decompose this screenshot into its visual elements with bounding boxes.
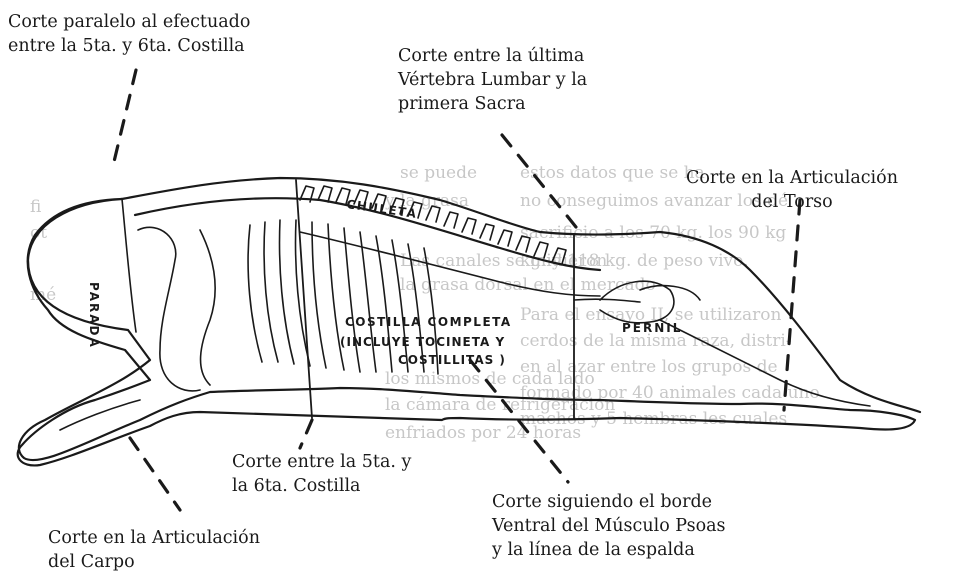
leader-psoas [470,360,568,482]
label-cut-carpo: Corte en la Articulación del Carpo [48,526,260,574]
label-cut-torso: Corte en la Articulación del Torso [686,166,898,214]
label-cut-5-6: Corte entre la 5ta. y la 6ta. Costilla [232,450,411,498]
division-forefoot [122,199,136,332]
region-chuleta: CHULETA [346,197,419,221]
leader-lumbar [502,135,580,232]
region-costilla: COSTILLA COMPLETA [345,315,512,329]
region-incluye: (INCLUYE TOCINETA Y [340,335,505,349]
label-cut-psoas: Corte siguiendo el borde Ventral del Mús… [492,490,726,562]
carcass-body-outline [18,199,915,465]
region-parada: PARADA [87,282,101,349]
label-cut-parallel: Corte paralelo al efectuado entre la 5ta… [8,10,250,58]
label-cut-lumbar: Corte entre la última Vértebra Lumbar y … [398,44,587,116]
region-costillitas: COSTILLITAS ) [398,353,506,367]
leader-5-6 [300,420,312,448]
leader-parallel [112,70,136,170]
leader-carpo [130,438,180,510]
division-ham-top [574,299,640,302]
region-pernil: PERNIL [622,321,682,335]
leader-torso [784,200,800,410]
